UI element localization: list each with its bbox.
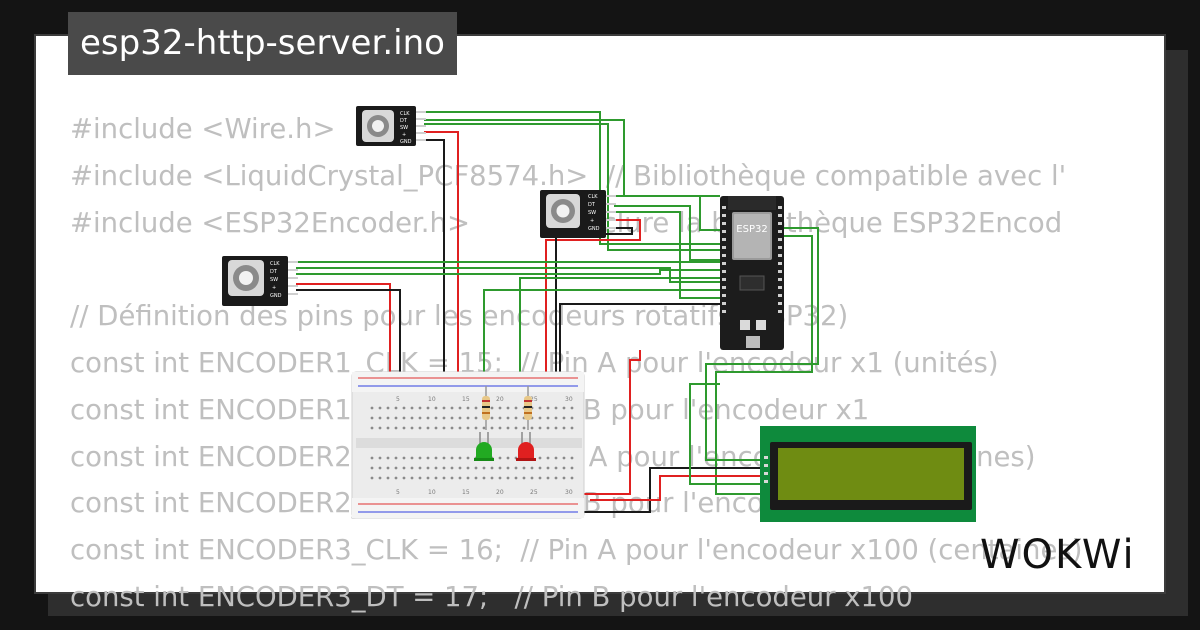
wire-green: [614, 195, 720, 231]
code-line: const int ENCODER3_CLK = 16; // Pin A po…: [70, 534, 1083, 567]
encoder-pin-label: DT: [270, 269, 278, 275]
code-line: #include <LiquidCrystal_PCF8574.h> // Bi…: [70, 159, 1067, 192]
breadboard-col-label: 20: [496, 489, 504, 496]
breadboard-col-label: 15: [462, 489, 470, 496]
wire-black: [424, 139, 445, 390]
code-line: #include <Wire.h>: [70, 113, 336, 145]
wire-green: [424, 119, 720, 197]
breadboard-col-label: 10: [428, 396, 436, 403]
encoder-pin-label: DT: [588, 202, 596, 208]
wire-green: [296, 267, 720, 283]
breadboard-col-label: 30: [565, 489, 573, 496]
encoder-pin-label: +: [590, 218, 594, 224]
wire-green: [424, 111, 720, 245]
encoder-pin-label: CLK: [588, 194, 598, 200]
led-red[interactable]: [516, 432, 536, 461]
encoder-pin-label: DT: [400, 118, 408, 124]
rotary-encoder-3[interactable]: CLK DT SW + GND: [222, 256, 298, 306]
resistor[interactable]: [524, 386, 532, 430]
resistor[interactable]: [482, 386, 490, 430]
logo-text: WOKWi: [980, 532, 1136, 578]
wire-green: [424, 123, 720, 251]
encoder-pin-label: +: [272, 285, 276, 291]
breadboard-col-label: 15: [462, 396, 470, 403]
wokwi-logo: WOKWi: [976, 526, 1152, 580]
rotary-encoder-2[interactable]: CLK DT SW + GND: [540, 190, 616, 238]
wire-black: [296, 289, 401, 390]
lcd-display[interactable]: [760, 426, 976, 522]
encoder-pin-label: SW: [588, 210, 596, 216]
wire-green: [614, 211, 720, 299]
wire-red: [296, 283, 391, 390]
breadboard-col-label: 30: [565, 396, 573, 403]
wire-green: [715, 235, 813, 495]
wire-green: [689, 383, 764, 485]
breadboard: 5 10 15 20 25 30 5 10 15 20 25 30: [351, 371, 585, 519]
breadboard-col-label: 25: [530, 396, 538, 403]
wire-group: [296, 111, 819, 513]
wire-red: [568, 350, 641, 495]
code-line: const int ENCODER3_DT = 17; // Pin B pou…: [70, 580, 914, 613]
breadboard-col-label: 20: [496, 396, 504, 403]
wire-red: [424, 131, 459, 390]
esp32-label: ESP32: [736, 224, 767, 235]
wire-green: [483, 289, 720, 390]
encoder-pin-label: +: [402, 132, 406, 138]
rotary-encoder-1[interactable]: CLK DT SW + GND: [356, 106, 426, 146]
encoder-pin-label: CLK: [400, 111, 410, 117]
esp32-board[interactable]: ESP32: [720, 196, 784, 350]
wire-green: [519, 277, 720, 390]
led-green[interactable]: [474, 432, 494, 461]
wire-green: [296, 269, 720, 275]
encoder-pin-label: SW: [400, 125, 408, 131]
breadboard-col-label: 5: [396, 489, 400, 496]
encoder-pin-label: GND: [400, 139, 412, 145]
breadboard-col-label: 5: [396, 396, 400, 403]
encoder-pin-label: SW: [270, 277, 278, 283]
encoder-pin-label: CLK: [270, 261, 280, 267]
encoder-pin-label: GND: [270, 293, 282, 299]
wire-red: [590, 475, 764, 501]
wire-black: [572, 467, 764, 513]
breadboard-col-label: 25: [530, 489, 538, 496]
project-title[interactable]: esp32-http-server.ino: [68, 12, 457, 75]
breadboard-col-label: 10: [428, 489, 436, 496]
wire-black: [555, 227, 633, 390]
encoder-pin-label: GND: [588, 226, 600, 232]
wire-green: [614, 205, 720, 261]
